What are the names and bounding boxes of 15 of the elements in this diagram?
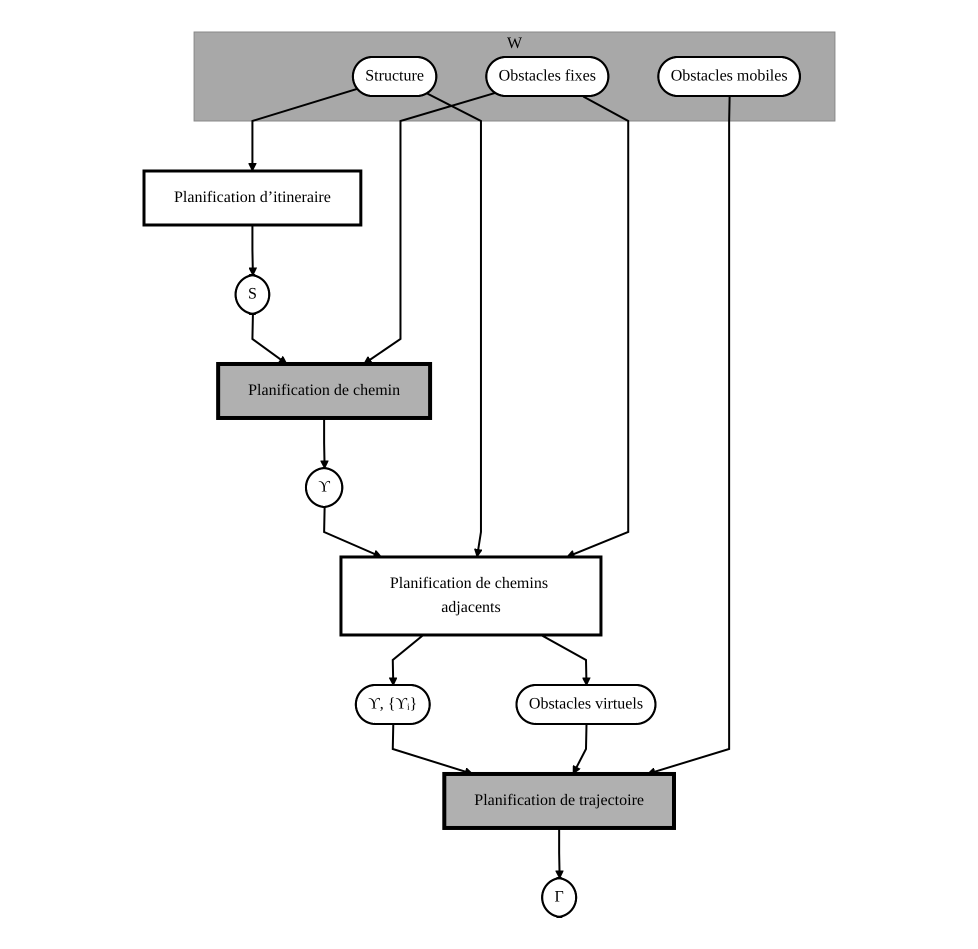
node-box: Planification de chemins adjacents bbox=[339, 556, 602, 636]
node-box: Planification d’itineraire bbox=[142, 170, 362, 226]
arrow bbox=[426, 92, 482, 558]
arrow bbox=[362, 92, 495, 364]
node-box: Planification de chemin bbox=[216, 362, 432, 420]
node-box: Planification de trajectoire bbox=[442, 772, 676, 830]
arrow bbox=[540, 634, 590, 686]
arrow bbox=[322, 507, 382, 558]
arrow bbox=[250, 314, 287, 364]
arrow bbox=[320, 418, 328, 469]
arrow bbox=[388, 634, 424, 686]
arrow bbox=[248, 225, 257, 276]
arrow bbox=[554, 828, 564, 879]
arrow bbox=[248, 88, 358, 172]
arrow bbox=[572, 724, 588, 774]
